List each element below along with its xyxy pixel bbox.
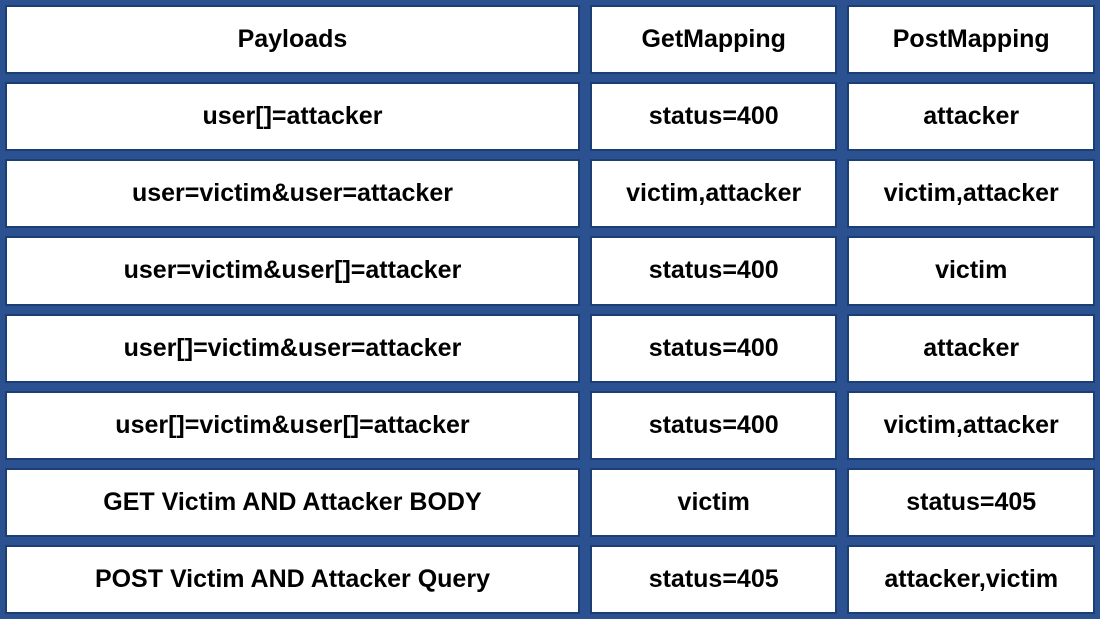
postmapping-cell: status=405 — [847, 467, 1095, 537]
postmapping-cell: attacker — [847, 82, 1095, 152]
postmapping-cell: attacker,victim — [847, 544, 1095, 614]
column-header-getmapping: GetMapping — [589, 5, 838, 75]
column-header-payloads: Payloads — [5, 5, 580, 75]
payload-cell: user=victim&user[]=attacker — [5, 236, 580, 306]
postmapping-cell: victim,attacker — [847, 390, 1095, 460]
payload-cell: user[]=victim&user[]=attacker — [5, 390, 580, 460]
getmapping-cell: status=400 — [589, 390, 838, 460]
payload-cell: user=victim&user=attacker — [5, 159, 580, 229]
postmapping-cell: attacker — [847, 313, 1095, 383]
column-header-postmapping: PostMapping — [847, 5, 1095, 75]
postmapping-cell: victim — [847, 236, 1095, 306]
payload-cell: user[]=attacker — [5, 82, 580, 152]
getmapping-cell: status=400 — [589, 313, 838, 383]
getmapping-cell: status=405 — [589, 544, 838, 614]
payload-cell: POST Victim AND Attacker Query — [5, 544, 580, 614]
postmapping-cell: victim,attacker — [847, 159, 1095, 229]
getmapping-cell: victim,attacker — [589, 159, 838, 229]
payload-cell: user[]=victim&user=attacker — [5, 313, 580, 383]
payload-cell: GET Victim AND Attacker BODY — [5, 467, 580, 537]
getmapping-cell: victim — [589, 467, 838, 537]
getmapping-cell: status=400 — [589, 236, 838, 306]
getmapping-cell: status=400 — [589, 82, 838, 152]
